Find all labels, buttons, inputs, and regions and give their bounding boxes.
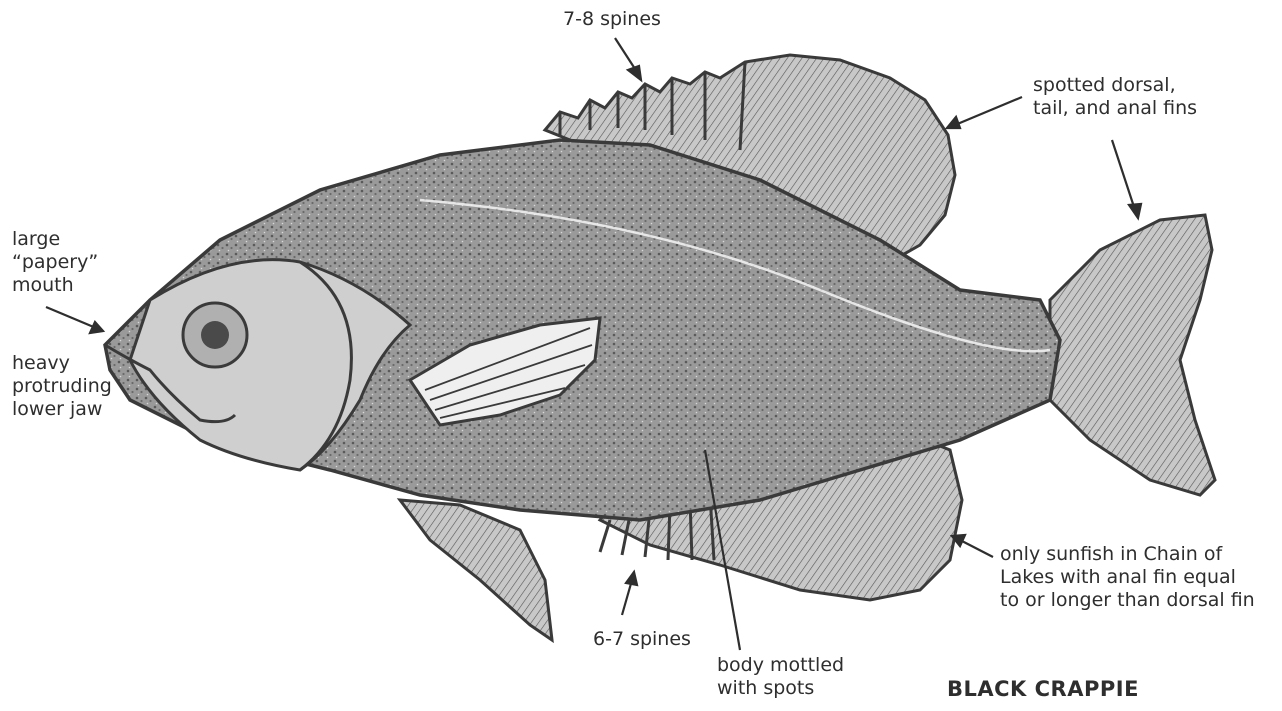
arrow-spotted-dorsal <box>947 97 1022 128</box>
label-body: body mottled with spots <box>717 654 844 700</box>
label-spotted-fins: spotted dorsal, tail, and anal fins <box>1033 74 1197 120</box>
label-mouth: large “papery” mouth <box>12 228 98 297</box>
eye-pupil <box>201 321 229 349</box>
arrow-anal-spines <box>622 572 637 615</box>
arrow-anal-fin <box>952 535 993 557</box>
label-anal-spines: 6-7 spines <box>593 628 691 651</box>
tail-fin <box>1050 215 1215 495</box>
arrow-tail <box>1112 140 1141 218</box>
arrow-dorsal-spines <box>615 38 641 80</box>
label-anal-fin: only sunfish in Chain of Lakes with anal… <box>1000 543 1255 612</box>
pelvic-fin <box>400 500 552 640</box>
label-dorsal-spines: 7-8 spines <box>563 8 661 31</box>
label-jaw: heavy protruding lower jaw <box>12 352 112 421</box>
arrow-mouth <box>46 307 103 333</box>
diagram-title: BLACK CRAPPIE <box>947 677 1139 701</box>
